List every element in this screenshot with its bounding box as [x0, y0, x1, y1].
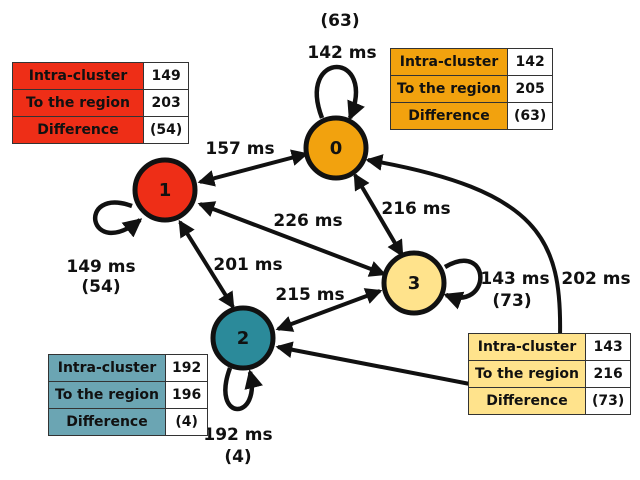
legend-key: To the region [47, 381, 167, 409]
loop-3-ms: 143 ms [480, 269, 549, 289]
self-loop-2 [223, 367, 263, 412]
legend-cluster-3: Intra-cluster 143 To the region 216 Diff… [467, 333, 632, 415]
node-3-label: 3 [408, 273, 421, 294]
legend-cluster-0: Intra-cluster 142 To the region 205 Diff… [389, 48, 554, 130]
legend-row: Difference (63) [389, 102, 554, 130]
node-2 [210, 305, 276, 371]
edge-right-to-0 [365, 154, 563, 337]
edge-0-1 [197, 149, 309, 187]
legend-row: Intra-cluster 192 [47, 354, 209, 382]
legend-key: Intra-cluster [467, 333, 587, 361]
loop-2-diff: (4) [224, 447, 251, 467]
edge-right-to-2 [275, 341, 471, 386]
legend-key: To the region [12, 89, 144, 117]
edge-2-3-label: 215 ms [275, 285, 344, 305]
self-loop-0 [314, 64, 365, 121]
legend-key: Difference [47, 408, 167, 436]
legend-row: Intra-cluster 149 [12, 62, 190, 90]
node-3 [381, 250, 447, 316]
legend-value: 196 [165, 381, 209, 409]
node-1 [132, 157, 198, 223]
legend-value: 142 [507, 48, 554, 76]
legend-value: 143 [585, 333, 632, 361]
legend-value: 192 [165, 354, 209, 382]
self-loop-3 [443, 258, 483, 310]
edge-right-label: 202 ms [561, 269, 630, 289]
self-loop-1 [92, 200, 143, 238]
legend-key: To the region [467, 360, 587, 388]
legend-row: To the region 216 [467, 360, 632, 388]
legend-row: Intra-cluster 143 [467, 333, 632, 361]
loop-1-ms: 149 ms [66, 257, 135, 277]
legend-value: (73) [585, 387, 632, 415]
legend-value: 205 [507, 75, 554, 103]
legend-value: (54) [142, 116, 190, 144]
loop-2-ms: 192 ms [203, 425, 272, 445]
node-2-label: 2 [237, 328, 250, 349]
node-0 [303, 115, 369, 181]
legend-row: Difference (73) [467, 387, 632, 415]
loop-3-diff: (73) [492, 291, 531, 311]
edge-1-3 [197, 201, 387, 277]
legend-value: 216 [585, 360, 632, 388]
loop-1-diff: (54) [81, 277, 120, 297]
node-1-label: 1 [159, 180, 172, 201]
legend-value: (4) [165, 408, 209, 436]
legend-value: 149 [142, 62, 190, 90]
edge-0-1-label: 157 ms [205, 139, 274, 159]
legend-value: 203 [142, 89, 190, 117]
edge-1-3-label: 226 ms [273, 211, 342, 231]
legend-cluster-1: Intra-cluster 149 To the region 203 Diff… [12, 62, 190, 144]
edge-1-2-label: 201 ms [213, 255, 282, 275]
legend-cluster-2: Intra-cluster 192 To the region 196 Diff… [47, 354, 209, 436]
legend-key: Difference [389, 102, 509, 130]
legend-key: Intra-cluster [12, 62, 144, 90]
edge-0-3-label: 216 ms [381, 199, 450, 219]
legend-row: Intra-cluster 142 [389, 48, 554, 76]
loop-0-ms: 142 ms [307, 43, 376, 63]
legend-row: Difference (54) [12, 116, 190, 144]
legend-key: Intra-cluster [389, 48, 509, 76]
legend-row: To the region 196 [47, 381, 209, 409]
loop-0-diff: (63) [320, 11, 359, 31]
node-0-label: 0 [330, 138, 343, 159]
edge-1-2 [178, 219, 235, 310]
legend-key: Difference [467, 387, 587, 415]
edge-2-3 [275, 288, 383, 332]
legend-key: To the region [389, 75, 509, 103]
legend-row: To the region 203 [12, 89, 190, 117]
legend-key: Intra-cluster [47, 354, 167, 382]
legend-value: (63) [507, 102, 554, 130]
legend-row: Difference (4) [47, 408, 209, 436]
legend-row: To the region 205 [389, 75, 554, 103]
legend-key: Difference [12, 116, 144, 144]
